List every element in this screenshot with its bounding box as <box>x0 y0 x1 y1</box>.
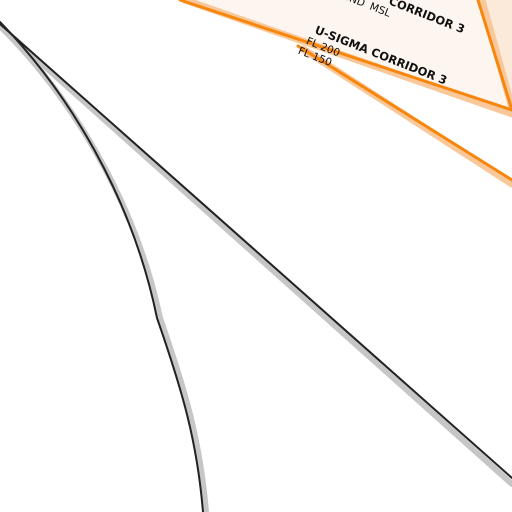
corridor-boundaries <box>178 0 512 182</box>
corridor-3-edge <box>476 0 512 112</box>
u-sigma-corridor-3-boundary <box>296 44 512 182</box>
road-curve <box>0 21 204 512</box>
corridor-3-boundary <box>178 0 512 112</box>
corridor-3-lower-limit: GND <box>340 0 367 10</box>
roads <box>0 21 512 512</box>
road-casings <box>0 23 512 512</box>
road-straight <box>0 23 512 479</box>
